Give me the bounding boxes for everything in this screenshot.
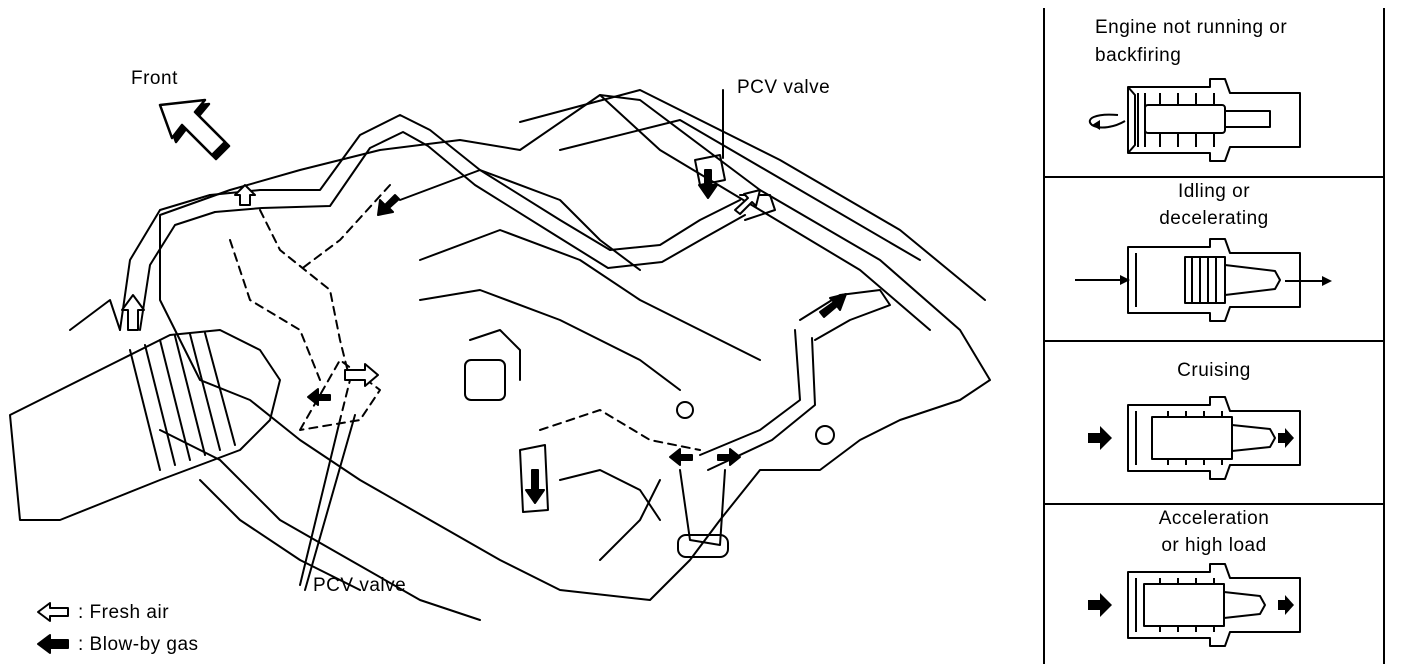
blow-by-arrow-icon	[698, 169, 718, 199]
engine-block-outline	[159, 94, 991, 601]
pcv-valve-bottom-label: PCV valve	[313, 575, 407, 596]
fresh-air-hose	[209, 114, 741, 251]
blow-by-arrow-icon	[377, 194, 400, 216]
pcv-valve-top-label: PCV valve	[737, 77, 831, 98]
state-4-label-line-2: or high load	[1161, 535, 1267, 556]
blow-by-arrow-icon	[669, 448, 693, 466]
blow-by-arrow-icon	[307, 388, 331, 406]
air-duct-outline	[9, 329, 281, 521]
legend-blow-by-icon	[37, 634, 69, 654]
legend-blow-by-text: : Blow-by gas	[78, 634, 199, 655]
blow-by-arrow-icon	[717, 448, 741, 466]
pcv-valve-idle-figure	[1075, 238, 1332, 322]
state-4-label-line-1: Acceleration	[1158, 508, 1270, 529]
front-arrow-icon	[158, 98, 231, 161]
front-label: Front	[131, 68, 178, 89]
pcv-valve-cruising-figure	[1088, 396, 1301, 480]
pcv-valve-acceleration-figure	[1088, 563, 1301, 647]
blow-by-arrow-icon	[1088, 426, 1294, 450]
legend-fresh-air-text: : Fresh air	[78, 602, 170, 623]
fresh-air-arrow-icon	[344, 363, 379, 387]
state-2-label-line-2: decelerating	[1159, 208, 1269, 229]
panel-divider	[1043, 176, 1385, 178]
fresh-air-arrow-icon	[734, 189, 761, 215]
state-3-label-line-1: Cruising	[1177, 360, 1251, 381]
valve-state-panel	[1043, 8, 1385, 664]
blow-by-arrow-icon	[1088, 593, 1294, 617]
state-1-label-line-2: backfiring	[1095, 45, 1182, 66]
fresh-air-arrow-icon	[234, 184, 256, 206]
panel-divider	[1043, 503, 1385, 505]
legend-fresh-air-icon	[37, 602, 69, 622]
blow-by-arrow-icon	[525, 469, 545, 504]
panel-divider	[1043, 340, 1385, 342]
engine-pcv-diagram	[9, 89, 991, 654]
blow-by-arrow-icon	[819, 293, 847, 318]
pcv-valve-closed-figure	[1088, 78, 1301, 162]
fresh-air-arrow-icon	[121, 294, 145, 331]
state-2-label-line-1: Idling or	[1177, 181, 1251, 202]
state-1-label-line-1: Engine not running or	[1095, 17, 1288, 38]
pcv-valve-top	[694, 154, 726, 186]
